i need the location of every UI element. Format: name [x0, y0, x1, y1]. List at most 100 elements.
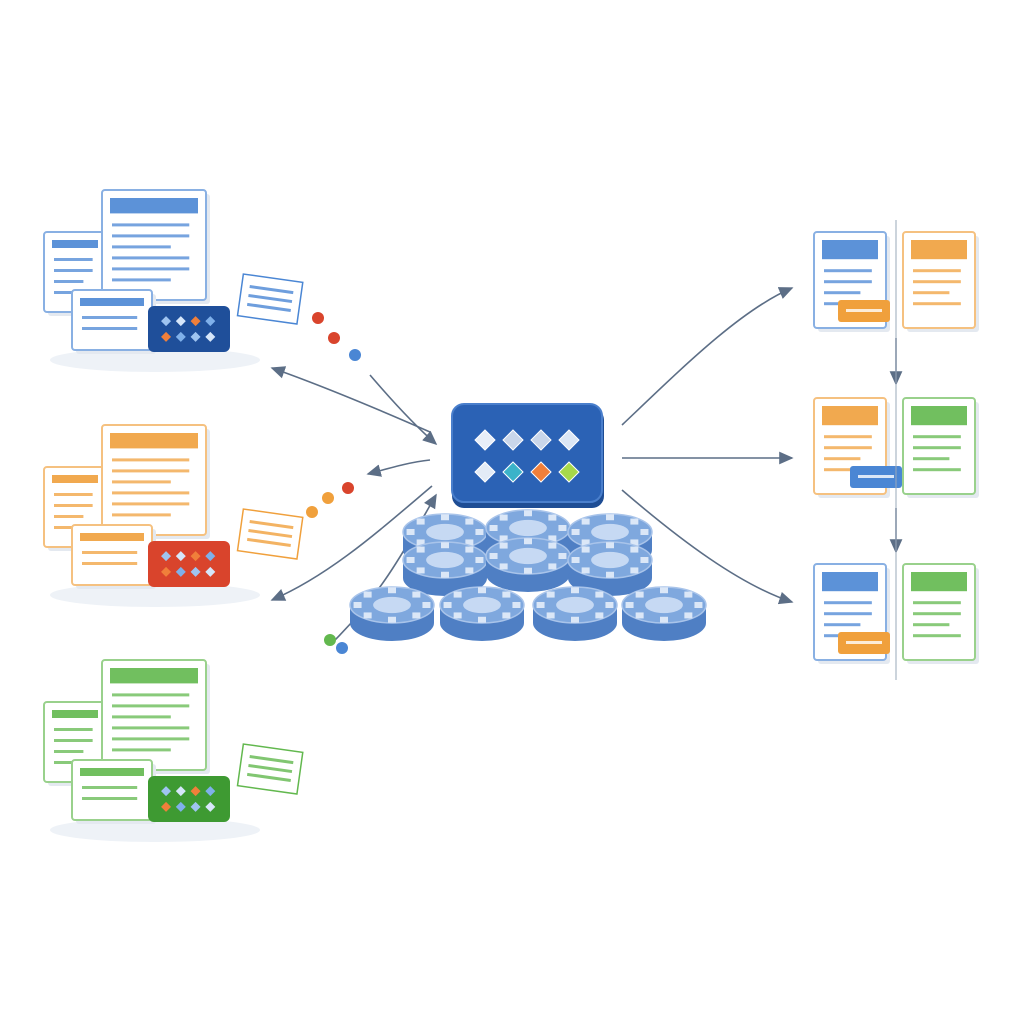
trail-dot [349, 349, 361, 361]
gear-tooth [571, 529, 580, 535]
document-front [71, 289, 156, 354]
gear-tooth [388, 587, 396, 594]
gear-tooth [499, 535, 508, 542]
text-line [112, 278, 171, 282]
text-line [249, 755, 294, 765]
cube-icon [205, 316, 216, 327]
cube-icon [175, 551, 186, 562]
gear-tooth [406, 529, 415, 535]
cube-icon [502, 461, 524, 483]
document-header [80, 768, 144, 776]
document-main [101, 659, 210, 774]
gear-tooth [558, 525, 567, 531]
cube-badge [148, 541, 230, 587]
cube-icon [190, 331, 201, 342]
gear-tooth [606, 571, 614, 578]
gear-tooth [416, 518, 425, 525]
trail-dot [312, 312, 324, 324]
text-line [54, 269, 93, 272]
gear-tooth [606, 542, 614, 549]
source-group-2 [43, 424, 304, 607]
gear-tooth [581, 518, 590, 525]
gear-tooth [640, 557, 649, 563]
flying-document [236, 273, 304, 325]
gear-tooth [465, 567, 474, 574]
gear-tooth [524, 510, 532, 517]
gear-tooth [660, 616, 668, 623]
text-line [112, 267, 190, 271]
gear-disk [567, 541, 653, 596]
gear-disk [402, 541, 488, 596]
arrow-hub-to-source1 [270, 366, 431, 433]
document-front [71, 759, 156, 824]
cube-icon [190, 551, 201, 562]
text-line [913, 468, 961, 472]
output-document-right [902, 563, 979, 664]
text-line [82, 562, 138, 565]
gear-disk [349, 586, 435, 641]
arrow-hub-to-source3 [270, 485, 433, 601]
document-main [101, 424, 210, 539]
text-line [82, 797, 138, 800]
trail-dot [324, 634, 336, 646]
cube-icon [205, 551, 216, 562]
gear-hub [426, 523, 464, 541]
text-line [824, 601, 872, 605]
text-line [112, 491, 190, 495]
output-group-1 [813, 231, 979, 332]
gear-tooth [441, 542, 449, 549]
cube-icon [205, 786, 216, 797]
gear-tooth [630, 518, 639, 525]
output-document-right [902, 231, 979, 332]
gear-tooth [422, 602, 431, 608]
gear-tooth [478, 616, 486, 623]
source-documents [43, 189, 361, 842]
cube-icon [190, 786, 201, 797]
gear-disk [621, 586, 707, 641]
cube-icon [175, 566, 186, 577]
gear-tooth [412, 591, 421, 598]
cube-icon [161, 801, 172, 812]
text-line [112, 458, 190, 462]
text-line [249, 520, 294, 530]
cube-icon [175, 331, 186, 342]
gear-tooth [548, 514, 557, 521]
document-header [52, 475, 98, 483]
gear-hub [373, 596, 411, 614]
gear-tooth [571, 587, 579, 594]
document-header [80, 298, 144, 306]
gear-tooth [353, 602, 362, 608]
gear-tooth [502, 612, 511, 619]
text-line [824, 623, 861, 627]
cube-icon [161, 566, 172, 577]
gear-tooth [684, 612, 693, 619]
gear-tooth [630, 567, 639, 574]
gear-tooth [465, 539, 474, 546]
gear-tooth [524, 538, 532, 545]
gear-tooth [595, 591, 604, 598]
gear-tooth [606, 514, 614, 521]
tag-line [846, 641, 882, 644]
processing-hub [349, 403, 707, 641]
text-line [112, 704, 190, 708]
document-header [822, 240, 878, 260]
document-main [101, 189, 210, 304]
gear-tooth [475, 529, 484, 535]
text-line [913, 601, 961, 605]
tag-line [846, 309, 882, 312]
flying-document [236, 508, 304, 560]
text-line [913, 634, 961, 638]
gear-tooth [499, 514, 508, 521]
gear-tooth [625, 602, 634, 608]
gear-tooth [453, 591, 462, 598]
gear-tooth [536, 602, 545, 608]
text-line [82, 327, 138, 330]
output-group-2 [813, 397, 979, 498]
cube-icon [175, 316, 186, 327]
text-line [248, 293, 293, 304]
gear-tooth [499, 563, 508, 570]
gear-hub [509, 547, 547, 565]
document-header [822, 572, 878, 592]
badge-body [148, 541, 230, 587]
